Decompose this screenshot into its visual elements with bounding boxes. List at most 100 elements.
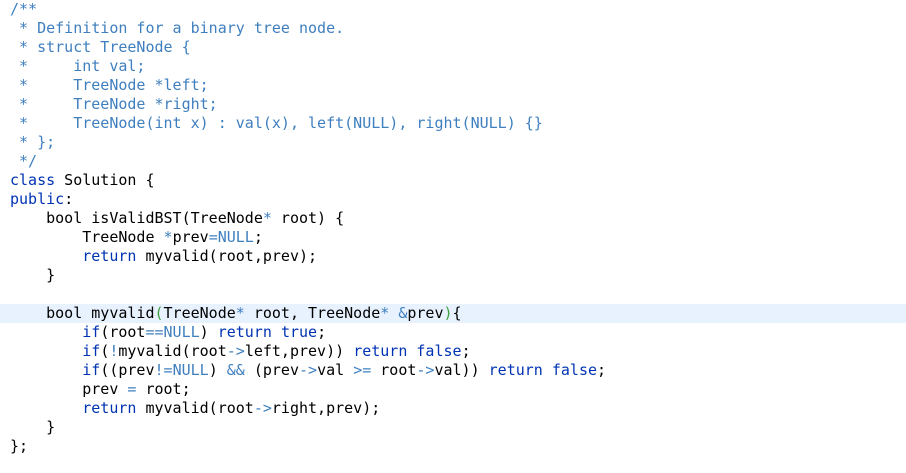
code-line[interactable]: } bbox=[0, 418, 906, 437]
code-token-op: == bbox=[145, 323, 164, 341]
code-token-op: && bbox=[226, 361, 245, 379]
code-token-op: != bbox=[154, 361, 173, 379]
code-line[interactable]: class Solution { bbox=[0, 171, 906, 190]
code-token-keyword: return bbox=[217, 323, 272, 341]
code-token-op: -> bbox=[299, 361, 318, 379]
code-token-op: = bbox=[208, 228, 218, 246]
code-line[interactable]: * Definition for a binary tree node. bbox=[0, 19, 906, 38]
code-token-plain: val)) bbox=[434, 361, 489, 379]
code-line[interactable]: /** bbox=[0, 0, 906, 19]
code-line[interactable]: * TreeNode *left; bbox=[0, 76, 906, 95]
code-line[interactable]: * TreeNode *right; bbox=[0, 95, 906, 114]
code-token-op: -> bbox=[253, 399, 272, 417]
code-line[interactable]: if((prev!=NULL) && (prev->val >= root->v… bbox=[0, 361, 906, 380]
code-token-plain: root, TreeNode bbox=[244, 304, 381, 322]
code-token-plain: (prev bbox=[244, 361, 299, 379]
code-token-comment: * int val; bbox=[10, 57, 146, 75]
code-token-op: ! bbox=[109, 342, 119, 360]
code-token-bracket: ) bbox=[443, 304, 453, 322]
code-token-plain: { bbox=[452, 304, 462, 322]
code-token-comment: * TreeNode *left; bbox=[10, 76, 209, 94]
code-token-plain: }; bbox=[10, 437, 29, 455]
code-line[interactable]: TreeNode *prev=NULL; bbox=[0, 228, 906, 247]
code-token-plain: root; bbox=[136, 380, 191, 398]
code-token-plain bbox=[10, 342, 82, 360]
code-token-plain: prev bbox=[407, 304, 444, 322]
code-line[interactable]: * struct TreeNode { bbox=[0, 38, 906, 57]
code-token-op: -> bbox=[416, 361, 435, 379]
code-line[interactable]: */ bbox=[0, 152, 906, 171]
code-token-comment: * }; bbox=[10, 133, 56, 151]
code-token-plain: left,prev)) bbox=[244, 342, 354, 360]
code-token-plain: ; bbox=[317, 323, 327, 341]
code-token-plain: TreeNode bbox=[10, 228, 164, 246]
code-token-comment: * Definition for a binary tree node. bbox=[10, 19, 345, 37]
code-token-plain: root bbox=[371, 361, 417, 379]
code-token-op: * bbox=[262, 209, 272, 227]
code-token-plain: Solution { bbox=[55, 171, 155, 189]
code-token-plain: ; bbox=[461, 342, 471, 360]
code-token-plain bbox=[10, 399, 82, 417]
code-line[interactable]: * int val; bbox=[0, 57, 906, 76]
code-token-keyword: class bbox=[10, 171, 56, 189]
code-token-keyword: return bbox=[82, 247, 137, 265]
code-token-keyword: if bbox=[82, 361, 101, 379]
code-line[interactable]: if(root==NULL) return true; bbox=[0, 323, 906, 342]
code-token-keyword: return bbox=[488, 361, 543, 379]
code-token-plain bbox=[389, 304, 398, 322]
code-token-plain: prev bbox=[172, 228, 209, 246]
code-token-plain bbox=[10, 247, 82, 265]
code-line[interactable]: * }; bbox=[0, 133, 906, 152]
code-line[interactable]: } bbox=[0, 266, 906, 285]
code-line[interactable] bbox=[0, 285, 906, 304]
code-token-plain: prev bbox=[10, 380, 128, 398]
code-token-keyword: public bbox=[10, 190, 65, 208]
code-token-plain: myvalid(root,prev); bbox=[136, 247, 318, 265]
code-token-plain bbox=[10, 361, 82, 379]
code-token-plain bbox=[272, 323, 281, 341]
code-token-plain: right,prev); bbox=[271, 399, 381, 417]
code-line[interactable]: if(!myvalid(root->left,prev)) return fal… bbox=[0, 342, 906, 361]
code-token-plain: ) bbox=[199, 323, 218, 341]
code-token-plain: ; bbox=[253, 228, 263, 246]
code-token-bracket: ( bbox=[154, 304, 164, 322]
code-token-op: * bbox=[380, 304, 390, 322]
code-token-plain: bool isValidBST(TreeNode bbox=[10, 209, 263, 227]
code-token-plain: ; bbox=[597, 361, 607, 379]
code-line[interactable]: * TreeNode(int x) : val(x), left(NULL), … bbox=[0, 114, 906, 133]
code-token-plain: val bbox=[317, 361, 354, 379]
code-line[interactable]: prev = root; bbox=[0, 380, 906, 399]
code-token-keyword: true bbox=[280, 323, 318, 341]
code-token-keyword: if bbox=[82, 342, 101, 360]
code-token-op: >= bbox=[353, 361, 372, 379]
code-token-plain: } bbox=[10, 266, 56, 284]
code-token-keyword: if bbox=[82, 323, 101, 341]
code-token-plain: } bbox=[10, 418, 56, 436]
code-line[interactable]: return myvalid(root,prev); bbox=[0, 247, 906, 266]
code-token-op: = bbox=[127, 380, 137, 398]
code-token-op: * bbox=[235, 304, 245, 322]
code-line-current[interactable]: bool myvalid(TreeNode* root, TreeNode* &… bbox=[0, 304, 906, 323]
code-token-plain bbox=[543, 361, 552, 379]
code-token-plain: TreeNode bbox=[163, 304, 236, 322]
code-line[interactable]: bool isValidBST(TreeNode* root) { bbox=[0, 209, 906, 228]
code-token-literal: NULL bbox=[217, 228, 254, 246]
code-token-comment: * struct TreeNode { bbox=[10, 38, 191, 56]
code-token-comment: * TreeNode *right; bbox=[10, 95, 218, 113]
code-line[interactable]: public: bbox=[0, 190, 906, 209]
code-token-keyword: false bbox=[551, 361, 598, 379]
code-token-keyword: return bbox=[82, 399, 137, 417]
code-token-plain: ( bbox=[100, 342, 110, 360]
code-token-comment: /** bbox=[10, 0, 38, 18]
code-line[interactable]: }; bbox=[0, 437, 906, 456]
code-token-plain: bool myvalid bbox=[10, 304, 155, 322]
code-token-plain bbox=[10, 323, 82, 341]
code-token-comment: */ bbox=[10, 152, 38, 170]
code-token-op: * bbox=[163, 228, 173, 246]
code-token-keyword: return bbox=[353, 342, 408, 360]
code-token-plain: (root bbox=[100, 323, 146, 341]
code-token-comment: * TreeNode(int x) : val(x), left(NULL), … bbox=[10, 114, 543, 132]
code-line[interactable]: return myvalid(root->right,prev); bbox=[0, 399, 906, 418]
code-token-op: & bbox=[398, 304, 408, 322]
